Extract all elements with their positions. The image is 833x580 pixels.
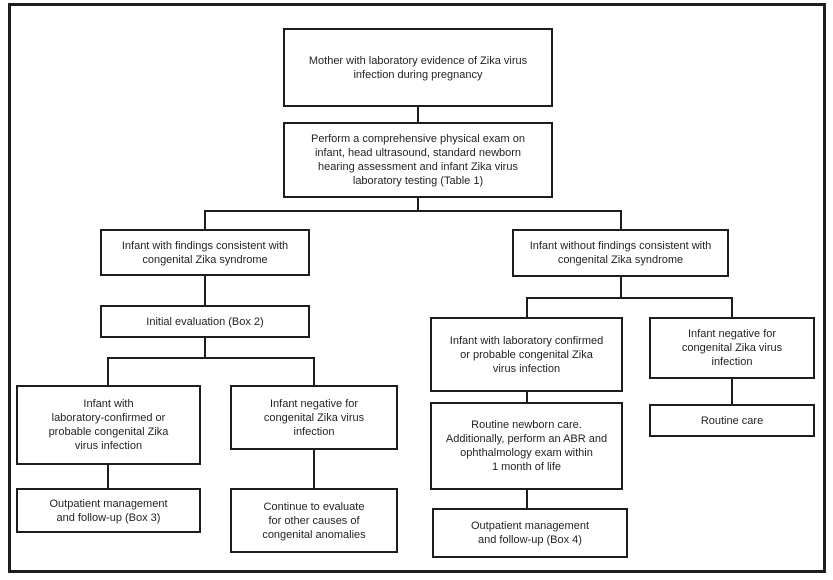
connector-exam-split — [204, 210, 622, 212]
node-continue-evaluate: Continue to evaluate for other causes of… — [230, 488, 398, 553]
node-infant-without-findings: Infant without findings consistent with … — [512, 229, 729, 277]
node-outpatient-box4: Outpatient management and follow-up (Box… — [432, 508, 628, 558]
connector-drop-negative-left — [313, 357, 315, 385]
node-outpatient-box3: Outpatient management and follow-up (Box… — [16, 488, 201, 533]
connector-to-routine-newborn-care — [526, 392, 528, 402]
connector-findings-to-initial-eval — [204, 276, 206, 305]
connector-to-continue-evaluate — [313, 450, 315, 488]
connector-drop-with-findings — [204, 210, 206, 229]
connector-drop-lab-confirmed-right — [526, 297, 528, 317]
node-comprehensive-exam: Perform a comprehensive physical exam on… — [283, 122, 553, 198]
figure-frame-border — [8, 3, 826, 573]
connector-to-routine-care — [731, 379, 733, 404]
node-routine-care: Routine care — [649, 404, 815, 437]
node-mother-zika-evidence: Mother with laboratory evidence of Zika … — [283, 28, 553, 107]
connector-mother-to-exam — [417, 107, 419, 122]
connector-exam-stem — [417, 198, 419, 210]
node-infant-with-findings: Infant with findings consistent with con… — [100, 229, 310, 276]
connector-drop-lab-confirmed-left — [107, 357, 109, 385]
connector-without-findings-split — [526, 297, 733, 299]
connector-without-findings-stem — [620, 277, 622, 297]
connector-drop-negative-right — [731, 297, 733, 317]
node-lab-confirmed-left: Infant with laboratory-confirmed or prob… — [16, 385, 201, 465]
connector-initial-eval-stem — [204, 338, 206, 357]
connector-to-outpatient-box3 — [107, 465, 109, 488]
connector-to-outpatient-box4 — [526, 490, 528, 508]
node-negative-left: Infant negative for congenital Zika viru… — [230, 385, 398, 450]
node-initial-evaluation: Initial evaluation (Box 2) — [100, 305, 310, 338]
connector-initial-eval-split — [107, 357, 315, 359]
connector-drop-without-findings — [620, 210, 622, 229]
node-lab-confirmed-right: Infant with laboratory confirmed or prob… — [430, 317, 623, 392]
node-negative-right: Infant negative for congenital Zika viru… — [649, 317, 815, 379]
node-routine-newborn-care: Routine newborn care. Additionally, perf… — [430, 402, 623, 490]
